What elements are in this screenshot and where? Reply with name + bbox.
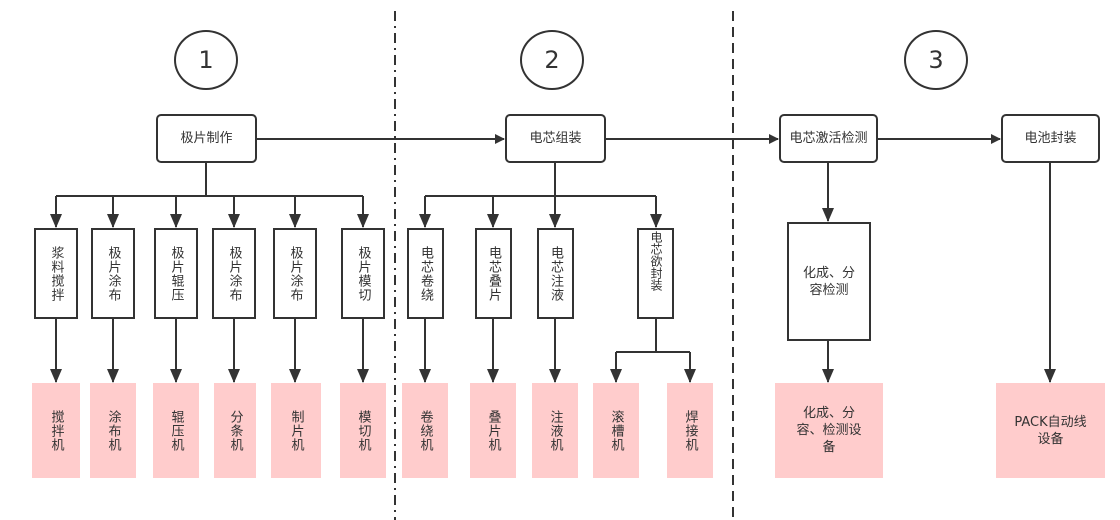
stage-label: 电芯激活检测 <box>789 131 868 146</box>
stage-electrode-making[interactable]: 极片制作 <box>156 114 257 163</box>
phase-marker-2: 2 <box>520 30 584 90</box>
process-cell-winding[interactable]: 电芯卷绕 <box>407 228 444 319</box>
process-label: 电芯叠片 <box>486 245 501 302</box>
equipment-label: 辊压机 <box>168 409 184 452</box>
process-label: 极片涂布 <box>105 245 121 302</box>
equipment-label: 制片机 <box>288 409 304 452</box>
process-electrode-coating-1[interactable]: 极片涂布 <box>91 228 135 319</box>
equipment-label: 焊接机 <box>682 409 698 452</box>
equipment-pack-line[interactable]: PACK自动线设备 <box>996 383 1105 478</box>
phase-marker-1: 1 <box>174 30 238 90</box>
equipment-label: 注液机 <box>547 409 563 452</box>
stage-label: 电芯组装 <box>529 131 582 146</box>
process-label: 电芯注液 <box>548 245 563 302</box>
process-cell-stacking[interactable]: 电芯叠片 <box>475 228 512 319</box>
process-cell-pre-sealing[interactable]: 电芯欲封装 <box>637 228 674 319</box>
process-label: 极片模切 <box>355 245 371 302</box>
equipment-sheet-maker[interactable]: 制片机 <box>271 383 321 478</box>
process-cell-injection[interactable]: 电芯注液 <box>537 228 574 319</box>
process-label: 电芯欲封装 <box>649 231 663 291</box>
equipment-label: 涂布机 <box>105 409 121 452</box>
stage-label: 电池封装 <box>1024 131 1077 146</box>
equipment-label: 化成、分容、检测设备 <box>796 406 862 455</box>
equipment-coater[interactable]: 涂布机 <box>90 383 136 478</box>
phase-number: 1 <box>198 46 214 74</box>
equipment-label: PACK自动线设备 <box>1014 414 1087 447</box>
equipment-roller-press[interactable]: 辊压机 <box>153 383 199 478</box>
stage-cell-assembly[interactable]: 电芯组装 <box>505 114 606 163</box>
stage-cell-activation-test[interactable]: 电芯激活检测 <box>779 114 878 163</box>
equipment-stacker[interactable]: 叠片机 <box>470 383 516 478</box>
equipment-mixer[interactable]: 搅拌机 <box>32 383 80 478</box>
process-formation-grading-test[interactable]: 化成、分容检测 <box>787 222 871 341</box>
equipment-label: 模切机 <box>355 409 371 452</box>
process-label: 极片涂布 <box>226 245 242 302</box>
stage-label: 极片制作 <box>180 131 233 146</box>
process-label: 极片辊压 <box>168 245 184 302</box>
process-electrode-rolling[interactable]: 极片辊压 <box>154 228 198 319</box>
stage-battery-packaging[interactable]: 电池封装 <box>1001 114 1100 163</box>
process-electrode-coating-2[interactable]: 极片涂布 <box>212 228 256 319</box>
equipment-die-cutter[interactable]: 模切机 <box>340 383 386 478</box>
process-electrode-coating-3[interactable]: 极片涂布 <box>273 228 317 319</box>
phase-number: 3 <box>928 46 944 74</box>
phase-marker-3: 3 <box>904 30 968 90</box>
equipment-label: 卷绕机 <box>417 409 433 452</box>
process-electrode-die-cutting[interactable]: 极片模切 <box>341 228 385 319</box>
process-label: 电芯卷绕 <box>418 245 433 302</box>
process-label: 浆料搅拌 <box>48 245 64 302</box>
equipment-label: 分条机 <box>227 409 243 452</box>
process-label: 化成、分容检测 <box>802 265 855 298</box>
equipment-welder[interactable]: 焊接机 <box>667 383 713 478</box>
phase-number: 2 <box>544 46 560 74</box>
equipment-injector[interactable]: 注液机 <box>532 383 578 478</box>
equipment-label: 搅拌机 <box>48 409 64 452</box>
process-slurry-mixing[interactable]: 浆料搅拌 <box>34 228 78 319</box>
equipment-label: 叠片机 <box>485 409 501 452</box>
process-label: 极片涂布 <box>287 245 303 302</box>
equipment-formation-grading-test[interactable]: 化成、分容、检测设备 <box>775 383 883 478</box>
equipment-slitter[interactable]: 分条机 <box>214 383 256 478</box>
equipment-label: 滚槽机 <box>608 409 624 452</box>
equipment-winder[interactable]: 卷绕机 <box>402 383 448 478</box>
equipment-groover[interactable]: 滚槽机 <box>593 383 639 478</box>
